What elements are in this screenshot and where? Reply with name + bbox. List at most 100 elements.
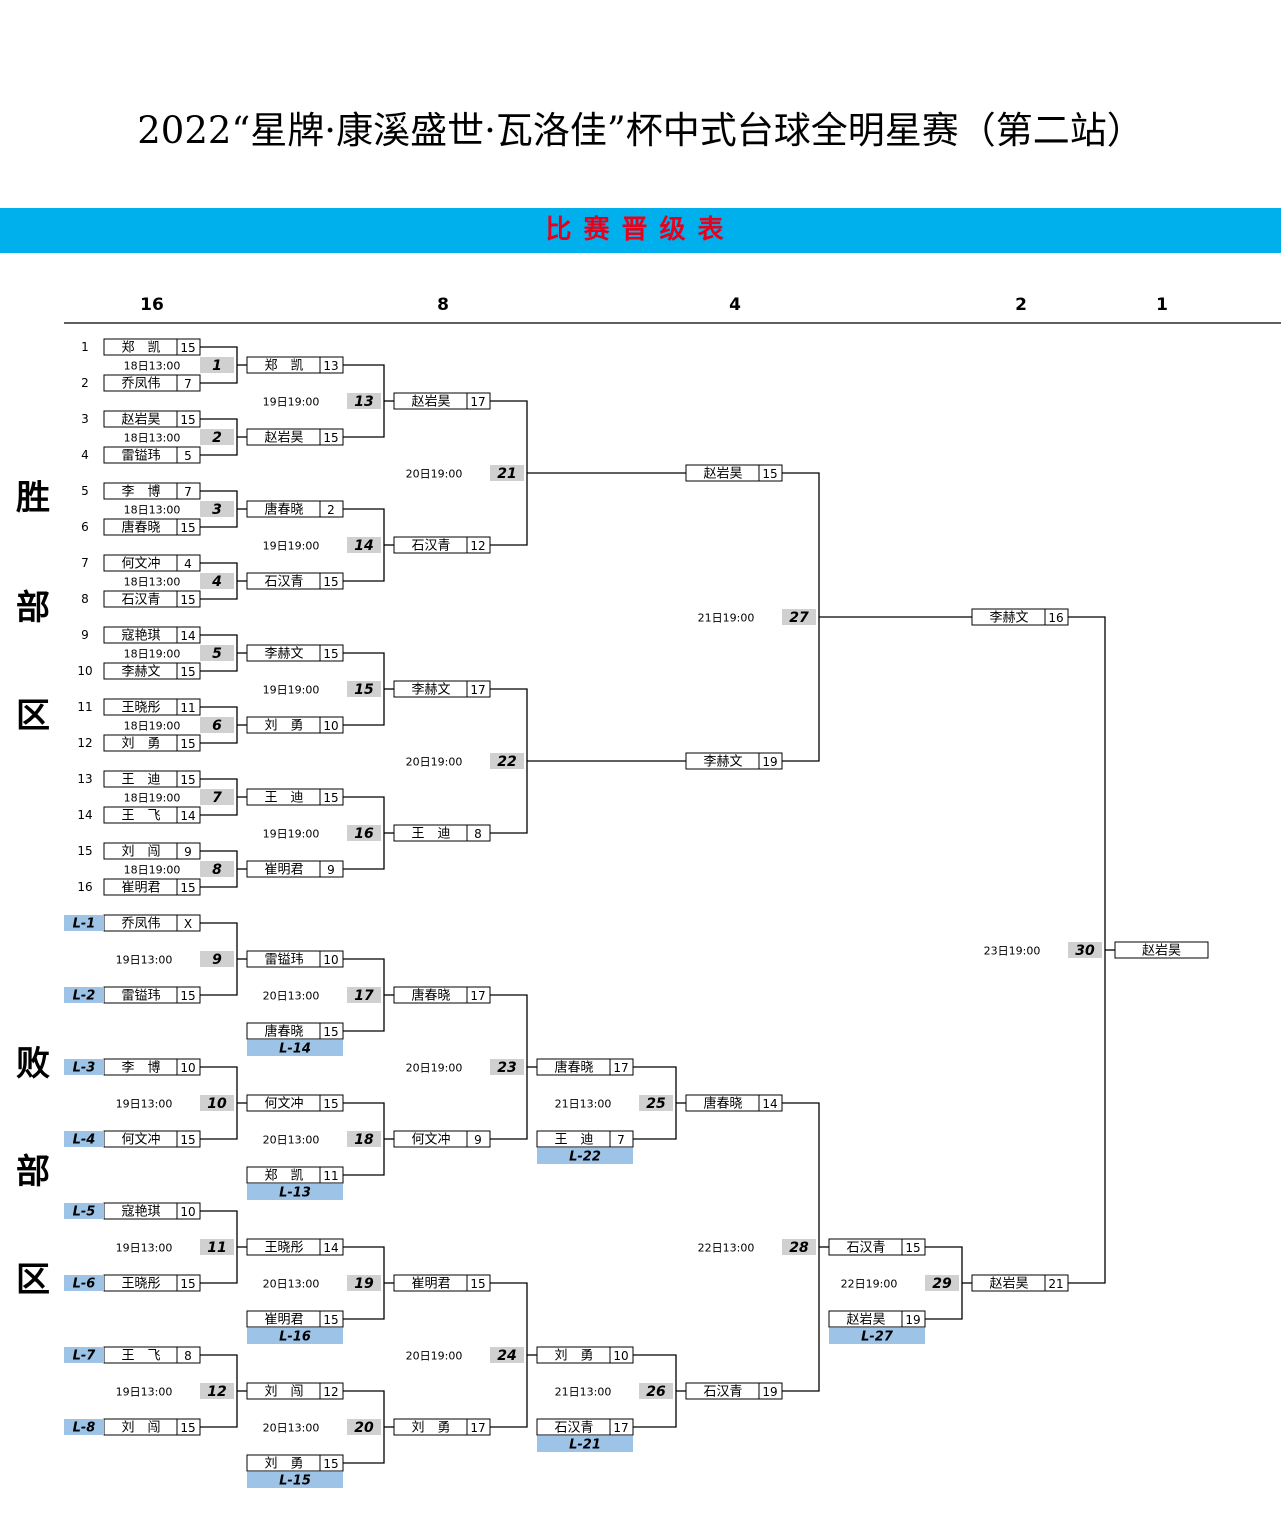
loser-feed-tag — [64, 1275, 104, 1291]
player-name: 何文冲 — [121, 1132, 160, 1148]
player-name: 赵岩昊 — [121, 413, 160, 428]
match-number: 8 — [212, 862, 222, 878]
match-time: 19日19:00 — [263, 828, 320, 841]
match-number: 19 — [354, 1276, 374, 1292]
player-name: 赵岩昊 — [989, 1277, 1028, 1292]
player-score: 17 — [470, 1421, 485, 1435]
match-number: 22 — [497, 754, 516, 770]
loser-feed-tag — [64, 1419, 104, 1435]
match-number-box — [347, 393, 381, 409]
player-name: 郑 凯 — [264, 1169, 303, 1184]
match-time: 19日19:00 — [263, 540, 320, 553]
player-score: 19 — [762, 1385, 777, 1399]
player-name: 赵岩昊 — [411, 395, 450, 410]
player-score: 10 — [613, 1349, 628, 1363]
match-number: 21 — [497, 466, 516, 482]
player-score: 7 — [184, 485, 192, 499]
match-number-box — [347, 1275, 381, 1291]
match-number-box — [200, 1239, 234, 1255]
match-number-box — [200, 573, 234, 589]
match-time: 23日19:00 — [984, 945, 1041, 958]
section-label-winners: 胜 — [16, 478, 50, 518]
match-number-box — [200, 645, 234, 661]
player-name: 唐春晓 — [121, 520, 160, 536]
loser-tag — [537, 1436, 633, 1452]
section-label-losers: 部 — [16, 1152, 50, 1192]
match-number: 25 — [646, 1096, 666, 1112]
section-label-winners: 区 — [16, 696, 50, 736]
match-number-box — [347, 825, 381, 841]
player-name: 刘 闯 — [264, 1385, 303, 1400]
match-time: 19日13:00 — [116, 954, 173, 967]
player-name: 雷镒玮 — [121, 449, 160, 464]
player-box: 赵岩昊 15 — [685, 464, 783, 482]
player-box: 赵岩昊 — [1114, 941, 1209, 959]
loser-feed-tag — [64, 915, 104, 931]
match-number-box — [347, 1131, 381, 1147]
player-score: 15 — [323, 431, 338, 445]
player-box: 刘 勇 15 — [246, 1454, 344, 1472]
seed-number: 15 — [77, 844, 92, 858]
player-score: 4 — [184, 557, 192, 571]
match-number: 11 — [207, 1240, 226, 1256]
match-time: 21日13:00 — [555, 1098, 612, 1111]
player-name: 王 飞 — [121, 1349, 160, 1364]
player-name: 赵岩昊 — [703, 467, 742, 482]
player-score: 15 — [180, 881, 195, 895]
player-score: 10 — [323, 953, 338, 967]
player-score: 15 — [323, 1457, 338, 1471]
player-name: 郑 凯 — [264, 359, 303, 374]
loser-tag — [247, 1040, 343, 1056]
loser-tag-label: L-21 — [569, 1438, 601, 1453]
loser-feed-tag — [64, 987, 104, 1003]
player-name: 唐春晓 — [411, 988, 450, 1004]
match-number-box — [200, 1095, 234, 1111]
loser-tag — [537, 1148, 633, 1164]
match-time: 20日13:00 — [263, 1278, 320, 1291]
player-score: 2 — [327, 503, 335, 517]
match-number: 15 — [354, 682, 374, 698]
match-number: 30 — [1075, 943, 1095, 959]
loser-tag — [247, 1184, 343, 1200]
loser-feed-tag — [64, 1347, 104, 1363]
seed-number: 6 — [81, 520, 89, 534]
loser-feed-label: L-8 — [73, 1421, 96, 1436]
seed-number: 10 — [77, 664, 92, 678]
player-name: 刘 勇 — [264, 1457, 303, 1472]
player-name: 王晓彤 — [121, 1277, 160, 1292]
seed-number: 2 — [81, 376, 89, 390]
seed-number: 4 — [81, 448, 89, 462]
match-time: 19日19:00 — [263, 684, 320, 697]
match-number: 26 — [646, 1384, 666, 1400]
player-name: 郑 凯 — [121, 341, 160, 356]
match-number: 6 — [212, 718, 222, 734]
player-name: 王 迪 — [554, 1133, 593, 1148]
player-score: 15 — [762, 467, 777, 481]
match-time: 20日13:00 — [263, 1422, 320, 1435]
player-name: 李 博 — [121, 1061, 160, 1076]
section-label-losers: 败 — [16, 1044, 50, 1084]
champion-name: 赵岩昊 — [1142, 944, 1181, 959]
player-name: 唐春晓 — [264, 1024, 303, 1040]
loser-feed-label: L-2 — [73, 989, 96, 1004]
player-name: 寇艳琪 — [121, 628, 160, 644]
match-number-box — [490, 753, 524, 769]
player-name: 王晓彤 — [121, 701, 160, 716]
match-number: 2 — [212, 430, 222, 446]
match-time: 21日13:00 — [555, 1386, 612, 1399]
